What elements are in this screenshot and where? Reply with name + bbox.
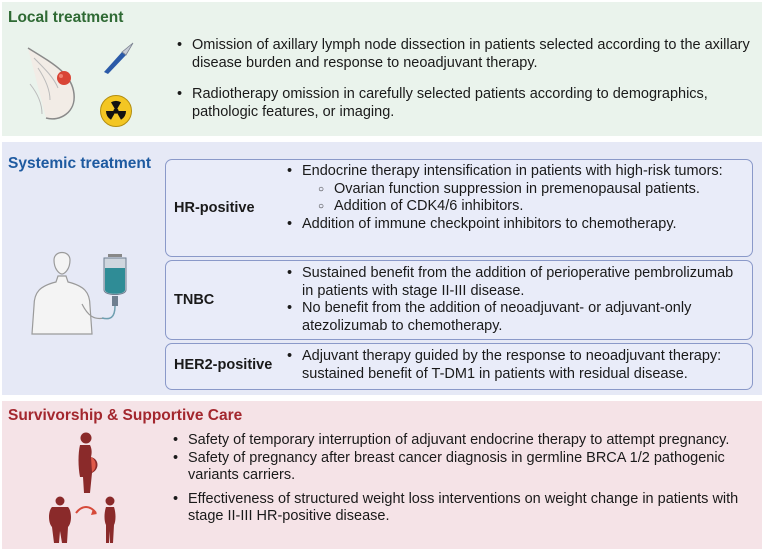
survivorship-title: Survivorship & Supportive Care <box>8 407 243 424</box>
weight-loss-icon <box>49 496 116 543</box>
scalpel-icon <box>104 42 134 74</box>
survivorship-bullet-2: Safety of pregnancy after breast cancer … <box>172 450 742 485</box>
local-bullet-2: Radiotherapy omission in carefully selec… <box>176 86 756 121</box>
pregnant-woman-icon <box>78 432 98 493</box>
survivorship-bullet-1: Safety of temporary interruption of adju… <box>172 432 742 450</box>
radiation-icon <box>100 95 132 127</box>
local-bullet-1: Omission of axillary lymph node dissecti… <box>176 37 756 72</box>
local-treatment-title: Local treatment <box>8 9 124 26</box>
tnbc-bullet-2: No benefit from the addition of neoadjuv… <box>286 300 744 335</box>
patient-infusion-icon <box>31 251 127 335</box>
her2-positive-box: HER2-positive Adjuvant therapy guided by… <box>165 343 753 390</box>
hr-positive-bullet-1: Endocrine therapy intensification in pat… <box>286 163 744 216</box>
tnbc-label: TNBC <box>174 292 215 308</box>
survivorship-panel: Survivorship & Supportive Care Safety of… <box>2 401 762 549</box>
systemic-treatment-title: Systemic treatment <box>8 155 152 172</box>
systemic-treatment-panel: Systemic treatment HR-positive Endocrine… <box>2 142 762 395</box>
local-treatment-panel: Local treatment Omission of axillary lym… <box>2 2 762 136</box>
hr-positive-bullet-1-text: Endocrine therapy intensification in pat… <box>302 163 723 179</box>
hr-positive-label: HR-positive <box>174 200 255 216</box>
hr-positive-box: HR-positive Endocrine therapy intensific… <box>165 159 753 257</box>
hr-positive-sub-2: Addition of CDK4/6 inhibitors. <box>318 198 744 216</box>
survivorship-bullet-3: Effectiveness of structured weight loss … <box>172 491 742 526</box>
tnbc-bullet-1: Sustained benefit from the addition of p… <box>286 265 744 300</box>
her2-positive-bullet-1: Adjuvant therapy guided by the response … <box>286 348 748 383</box>
hr-positive-sub-1: Ovarian function suppression in premenop… <box>318 181 744 199</box>
tnbc-box: TNBC Sustained benefit from the addition… <box>165 260 753 340</box>
her2-positive-label: HER2-positive <box>174 357 273 373</box>
hr-positive-bullet-2: Addition of immune checkpoint inhibitors… <box>286 216 744 234</box>
breast-tumor-icon <box>27 47 75 120</box>
